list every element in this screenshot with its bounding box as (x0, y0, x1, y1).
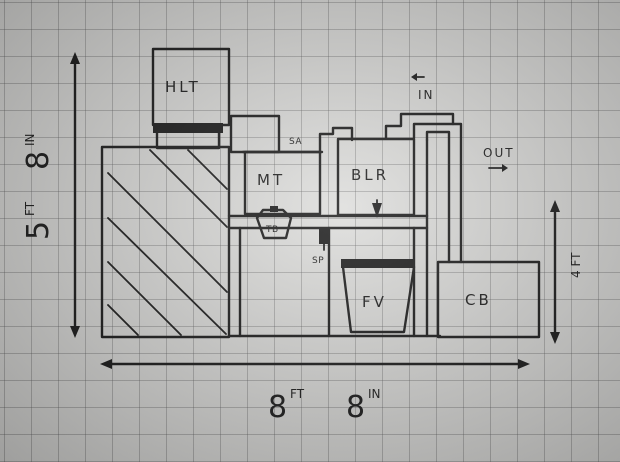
in-indicator: IN (411, 73, 435, 102)
width-in-unit: IN (368, 387, 381, 401)
tb-pump: TB (255, 206, 293, 240)
out-label: OUT (483, 146, 515, 160)
water-pipes (384, 112, 463, 264)
in-label: IN (418, 88, 435, 102)
fv-label: FV (362, 293, 387, 311)
cb-vessel: CB (436, 260, 541, 339)
height-in-unit: IN (23, 133, 37, 146)
blr-vessel: BLR (336, 137, 416, 218)
mt-label: MT (257, 171, 285, 189)
sa-pipe: SA (289, 126, 354, 154)
blr-label: BLR (351, 166, 389, 184)
out-indicator: OUT (483, 146, 515, 172)
cb-label: CB (465, 291, 492, 309)
hlt-vessel: HLT (151, 47, 231, 150)
sp-label: SP (312, 256, 324, 266)
height-ft-value: 5 (21, 220, 56, 240)
width-ft-value: 8 (268, 390, 288, 425)
height-ft-unit: FT (23, 201, 37, 216)
height-in-value: 8 (21, 150, 56, 170)
left-cabinet (100, 145, 231, 339)
hlt-label: HLT (165, 78, 201, 96)
mt-top-box (229, 114, 281, 154)
width-dimension: 8 FT 8 IN (100, 359, 530, 425)
stand-table (227, 214, 442, 338)
sp-valve: SP (312, 228, 329, 266)
right-height-label: 4 FT (569, 252, 583, 278)
width-ft-unit: FT (290, 387, 305, 401)
width-in-value: 8 (346, 390, 366, 425)
tb-label: TB (265, 225, 279, 235)
sa-label: SA (289, 137, 302, 147)
mt-vessel: MT (241, 150, 324, 216)
fv-vessel: FV (341, 259, 416, 334)
right-height-dimension: 4 FT (550, 200, 583, 344)
height-dimension: 5 FT 8 IN (21, 52, 80, 338)
